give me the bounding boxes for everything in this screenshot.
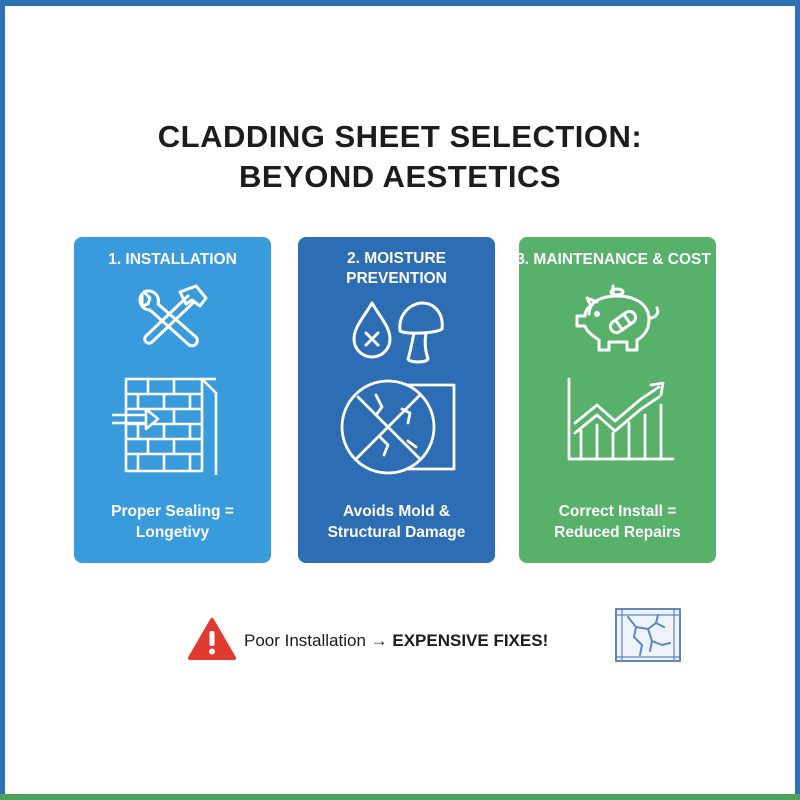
card-caption-line: Longetivy [135, 524, 210, 541]
card-caption: Proper Sealing = Longetivy [74, 501, 271, 543]
card-heading-line: 3. MAINTENANCE & COST [519, 251, 711, 268]
no-damage-icon [340, 379, 456, 475]
frame-top-edge [0, 0, 800, 6]
card-heading-line: 1. INSTALLATION [108, 251, 237, 268]
card-caption-line: Proper Sealing = [111, 503, 234, 520]
frame-bottom-edge [0, 794, 800, 800]
frame-right-edge [795, 0, 800, 800]
trend-chart-icon [567, 377, 675, 461]
card-moisture-prevention: 2. MOISTURE PREVENTION Avoids Mold & Str… [298, 237, 495, 563]
card-caption-line: Structural Damage [327, 524, 466, 541]
card-heading-line: PREVENTION [346, 270, 447, 287]
card-installation: 1. INSTALLATION Proper Sealing = Longeti… [74, 237, 271, 563]
title-line-1: CLADDING SHEET SELECTION: [157, 119, 643, 154]
title-line-2: BEYOND AESTETICS [238, 159, 562, 194]
card-heading: 3. MAINTENANCE & COST [519, 250, 712, 270]
card-caption-line: Correct Install = [558, 503, 677, 520]
water-drop-mushroom-icon [352, 301, 444, 364]
card-caption: Avoids Mold & Structural Damage [298, 501, 495, 543]
brick-wall-sealing-icon [112, 377, 218, 475]
cracked-panel-icon [615, 608, 681, 662]
card-caption-line: Avoids Mold & [342, 503, 451, 520]
card-maintenance-cost: 3. MAINTENANCE & COST Correct Install = … [519, 237, 716, 563]
card-heading-line: 2. MOISTURE [346, 250, 447, 267]
card-caption: Correct Install = Reduced Repairs [519, 501, 716, 543]
card-caption-line: Reduced Repairs [554, 524, 681, 541]
warning-triangle-icon [188, 618, 236, 660]
warning-text: Poor Installation → EXPENSIVE FIXES! [244, 631, 548, 651]
warning-banner: Poor Installation → EXPENSIVE FIXES! [188, 617, 608, 663]
card-heading: 2. MOISTURE PREVENTION [298, 249, 495, 289]
piggy-bank-icon [575, 284, 660, 352]
warning-text-emphasis: EXPENSIVE FIXES! [392, 631, 549, 650]
wrench-hammer-icon [138, 284, 208, 348]
warning-text-plain: Poor Installation → [244, 631, 393, 650]
card-heading: 1. INSTALLATION [74, 250, 271, 270]
page-title: CLADDING SHEET SELECTION: BEYOND AESTETI… [0, 117, 800, 197]
frame-left-edge [0, 0, 5, 800]
